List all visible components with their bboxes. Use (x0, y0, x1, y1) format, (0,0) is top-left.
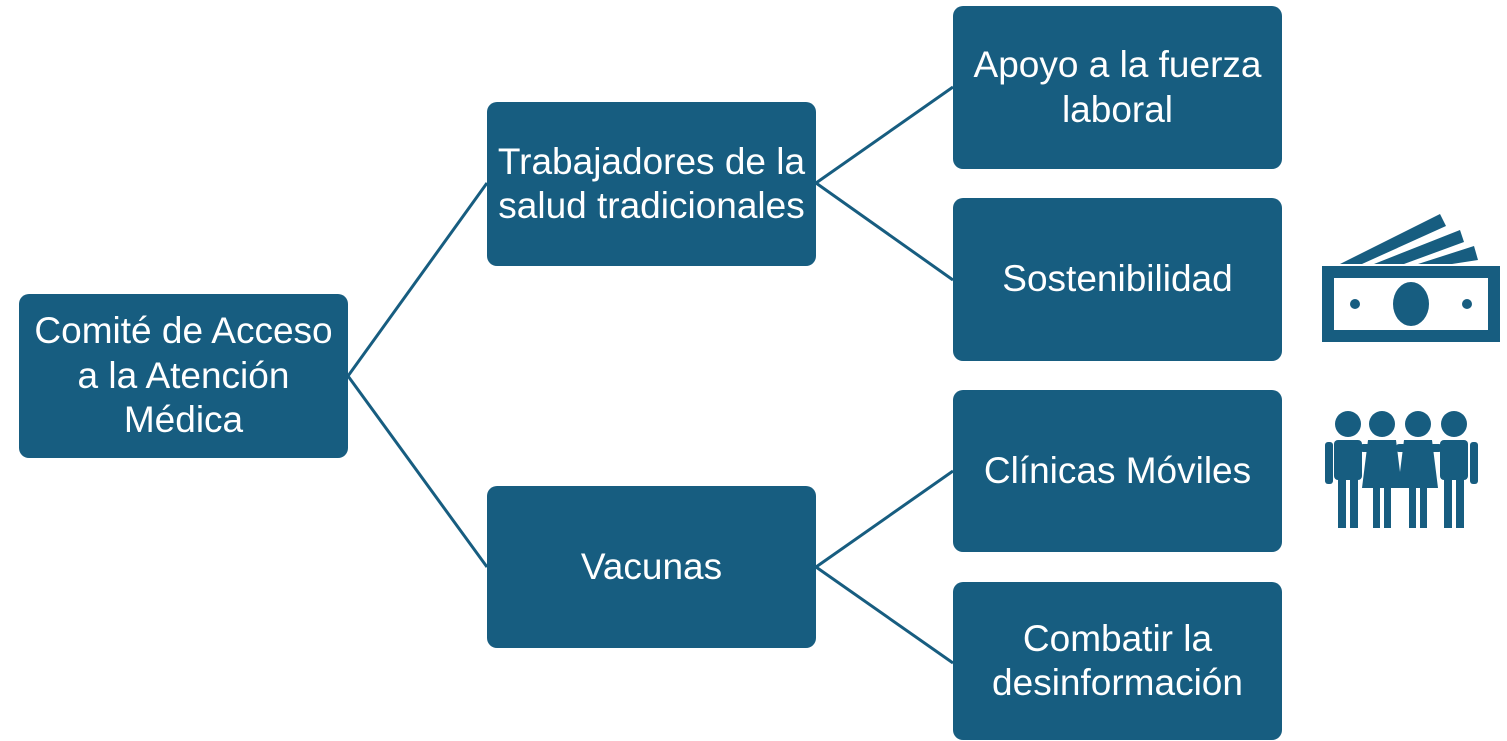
money-icon (1322, 214, 1500, 342)
people-icon (1325, 411, 1478, 528)
leaf-node-misinformation-label: Combatir la desinformación (992, 617, 1243, 703)
connector-workers-to-workforce (815, 85, 954, 185)
leaf-node-mobile-clinics: Clínicas Móviles (953, 390, 1282, 552)
branch-node-workers-label: Trabajadores de la salud tradicionales (497, 140, 806, 226)
leaf-node-mobile-clinics-label: Clínicas Móviles (983, 449, 1252, 491)
leaf-node-sustainability: Sostenibilidad (953, 198, 1282, 361)
branch-node-vaccines: Vacunas (487, 486, 816, 648)
connector-root-to-workers (346, 182, 489, 377)
leaf-node-workforce-label: Apoyo a la fuerza laboral (973, 44, 1262, 130)
leaf-node-misinformation: Combatir la desinformación (953, 582, 1282, 740)
connector-root-to-vaccines (346, 375, 489, 568)
leaf-node-sustainability-label: Sostenibilidad (1002, 258, 1233, 300)
root-node-label: Comité de Acceso a la Atención Médica (34, 310, 333, 441)
connector-workers-to-sustainability (815, 181, 954, 282)
leaf-node-workforce: Apoyo a la fuerza laboral (953, 6, 1282, 169)
branch-node-vaccines-label: Vacunas (580, 545, 723, 587)
connector-vaccines-to-misinformation (815, 565, 954, 665)
root-node: Comité de Acceso a la Atención Médica (19, 294, 348, 458)
branch-node-workers: Trabajadores de la salud tradicionales (487, 102, 816, 266)
connector-vaccines-to-clinics (815, 469, 954, 569)
